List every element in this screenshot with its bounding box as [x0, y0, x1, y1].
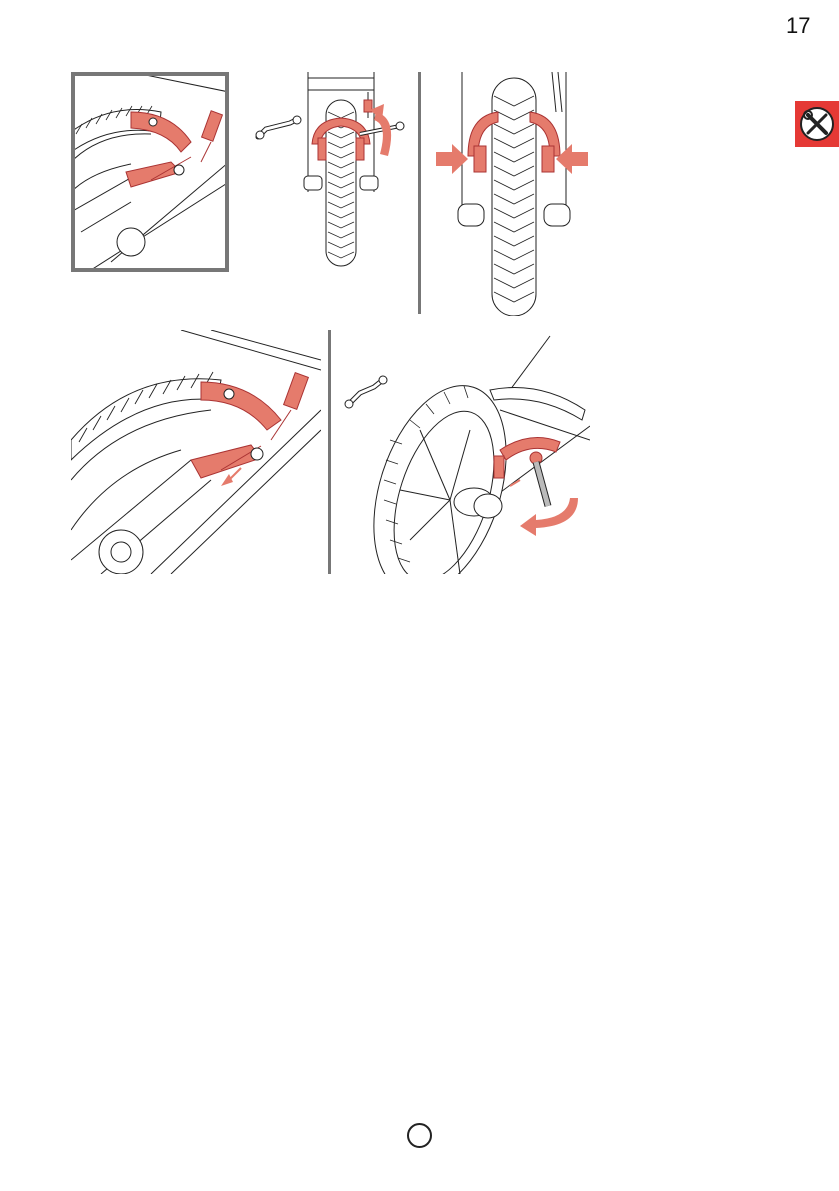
- figure-front-wheel-brake-adjust: [300, 72, 410, 268]
- figure-brake-caliper-closeup: [71, 72, 229, 272]
- figure-brake-cable-release: [71, 330, 321, 574]
- wrench-screwdriver-icon: [795, 101, 839, 147]
- curved-arrow-icon: [374, 112, 391, 156]
- page-number: 17: [786, 13, 810, 39]
- open-end-wrench-icon: [254, 115, 302, 141]
- figure-divider: [418, 72, 421, 314]
- tools-badge: [795, 101, 839, 147]
- figure-divider: [328, 330, 331, 574]
- figure-brake-pads-squeeze: [432, 72, 592, 316]
- circle-icon: [407, 1123, 432, 1148]
- figure-rear-wheel-brake-tighten: [370, 330, 590, 574]
- push-arrow-icon: [436, 144, 468, 174]
- push-arrow-icon: [556, 144, 588, 174]
